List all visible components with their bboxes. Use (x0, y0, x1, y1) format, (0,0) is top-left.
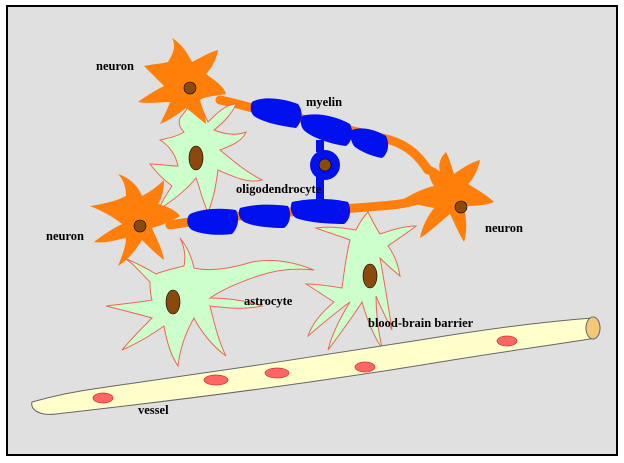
red-blood-cell (265, 368, 289, 378)
red-blood-cell (93, 393, 113, 403)
vessel-opening (586, 317, 600, 339)
neuron-nucleus-top-left (184, 82, 196, 94)
red-blood-cell (355, 362, 375, 372)
neuron-nucleus-right (455, 201, 467, 213)
oligodendrocyte-nucleus (319, 159, 331, 171)
label-neuron-right: neuron (485, 221, 523, 235)
label-neuron-top-left: neuron (96, 59, 134, 73)
neuron-nucleus-left (134, 220, 146, 232)
label-neuron-left: neuron (46, 229, 84, 243)
astrocyte-nucleus-lower-left (166, 290, 180, 314)
label-astrocyte: astrocyte (244, 294, 293, 308)
astrocyte-nucleus-lower-right (363, 264, 377, 288)
red-blood-cell (497, 336, 517, 346)
label-vessel: vessel (138, 403, 169, 417)
astrocyte-nucleus-upper (189, 146, 203, 170)
label-oligodendrocyte: oligodendrocyte (236, 182, 322, 196)
label-myelin: myelin (306, 95, 342, 109)
diagram-frame (7, 6, 617, 455)
red-blood-cell (204, 375, 228, 385)
label-blood-brain-barrier: blood-brain barrier (368, 316, 474, 330)
